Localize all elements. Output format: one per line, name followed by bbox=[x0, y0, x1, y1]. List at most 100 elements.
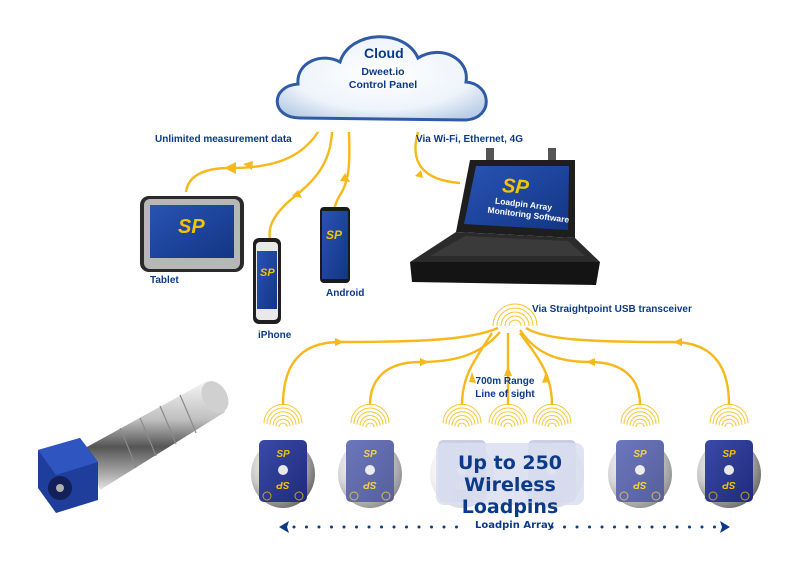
array-dot bbox=[650, 525, 654, 529]
sp-logo: SP bbox=[722, 449, 736, 460]
array-dot bbox=[405, 525, 408, 529]
sp-logo: SP bbox=[276, 449, 290, 460]
loadpin-array-indicator bbox=[279, 521, 730, 533]
antenna-icon bbox=[262, 491, 272, 501]
array-dot bbox=[675, 525, 679, 529]
loadpin-unit: SP SP bbox=[697, 440, 761, 508]
arrow-cloud-to-tablet bbox=[184, 131, 320, 193]
arrow-loadpin-1 bbox=[281, 326, 499, 406]
array-dot bbox=[638, 525, 641, 529]
array-dot bbox=[392, 525, 396, 529]
arrowhead bbox=[243, 161, 253, 170]
wifi-signal-icon bbox=[263, 403, 303, 428]
array-left-arrow bbox=[279, 521, 289, 533]
arrowhead bbox=[469, 372, 476, 383]
antenna-icon bbox=[740, 491, 750, 501]
sp-logo-tablet: SP bbox=[178, 216, 205, 238]
array-dot bbox=[588, 525, 591, 529]
arrow-heads-bottom bbox=[335, 338, 682, 383]
arrowhead bbox=[335, 338, 344, 346]
arrow-loadpin-5 bbox=[519, 332, 554, 406]
range-distance: 700m Range bbox=[475, 376, 535, 387]
iphone-label: iPhone bbox=[258, 330, 292, 341]
array-dot bbox=[688, 525, 691, 529]
transceiver-label: Via Straightpoint USB transceiver bbox=[532, 304, 692, 315]
range-label: 700m Range Line of sight bbox=[470, 375, 540, 401]
antenna-icon bbox=[294, 491, 304, 501]
wifi-signal-icon bbox=[709, 403, 749, 428]
array-dot bbox=[600, 525, 604, 529]
loadpins-overlay-box bbox=[436, 443, 584, 505]
array-dot bbox=[455, 525, 458, 529]
array-dot bbox=[575, 525, 579, 529]
loadpin-product-image bbox=[38, 381, 229, 513]
arrowhead bbox=[673, 338, 682, 346]
connectivity-label: Via Wi-Fi, Ethernet, 4G bbox=[416, 134, 523, 145]
arrowhead bbox=[542, 372, 549, 383]
arrow-loadpin-3 bbox=[460, 332, 494, 406]
wifi-signal-icon bbox=[488, 403, 528, 428]
loadpin-signals bbox=[263, 403, 749, 428]
sp-logo: SP bbox=[363, 449, 377, 460]
sp-logo: SP bbox=[276, 479, 290, 490]
arrow-heads-top bbox=[243, 161, 423, 198]
wifi-signal-icon bbox=[350, 403, 390, 428]
array-dot bbox=[342, 525, 346, 529]
arrow-laptop-to-cloud bbox=[414, 131, 461, 185]
android-device bbox=[320, 207, 350, 283]
wifi-signal-icon bbox=[532, 403, 572, 428]
wifi-signal-icon bbox=[620, 403, 660, 428]
arrow-cloud-to-iphone bbox=[268, 131, 334, 241]
arrowhead bbox=[586, 358, 595, 366]
android-label: Android bbox=[326, 288, 365, 299]
array-dot bbox=[700, 525, 704, 529]
sp-logo: SP bbox=[363, 479, 377, 490]
array-dot bbox=[305, 525, 308, 529]
loadpin-unit: SP SP bbox=[338, 440, 402, 508]
array-dot bbox=[292, 525, 296, 529]
sp-logo: SP bbox=[633, 449, 647, 460]
antenna-icon bbox=[619, 491, 629, 501]
cloud-subtitle: Dweet.io Control Panel bbox=[343, 66, 423, 92]
antenna-icon bbox=[349, 491, 359, 501]
sp-logo-iphone: SP bbox=[260, 267, 275, 279]
wifi-signal-icon bbox=[442, 403, 482, 428]
laptop-device bbox=[410, 148, 600, 285]
loadpin-unit: SP SP bbox=[251, 440, 315, 508]
antenna-icon bbox=[708, 491, 718, 501]
sp-logo: SP bbox=[722, 479, 736, 490]
array-dot bbox=[442, 525, 446, 529]
arrowhead bbox=[420, 358, 429, 366]
array-dot bbox=[713, 525, 716, 529]
array-dot bbox=[563, 525, 566, 529]
array-dot bbox=[550, 525, 554, 529]
loadpin-array-label: Loadpin Array bbox=[475, 520, 554, 531]
sp-logo-android: SP bbox=[326, 228, 343, 242]
loadpins-count-label: Up to 250 Wireless Loadpins bbox=[436, 452, 584, 518]
iphone-device bbox=[253, 238, 281, 324]
arrowhead bbox=[340, 173, 350, 182]
loadpins-count: Up to 250 bbox=[457, 452, 563, 474]
antenna-icon bbox=[381, 491, 391, 501]
array-dot bbox=[430, 525, 433, 529]
array-right-arrow bbox=[720, 521, 730, 533]
cloud-icon bbox=[275, 35, 488, 122]
arrowhead bbox=[292, 190, 302, 198]
tablet-label: Tablet bbox=[150, 275, 179, 286]
array-dot bbox=[417, 525, 421, 529]
array-dot bbox=[330, 525, 333, 529]
sp-logo: SP bbox=[633, 479, 647, 490]
array-dot bbox=[380, 525, 383, 529]
cloud-title: Cloud bbox=[364, 45, 404, 61]
unlimited-data-label: Unlimited measurement data bbox=[155, 134, 292, 145]
loadpins-type: Wireless Loadpins bbox=[461, 474, 559, 518]
range-condition: Line of sight bbox=[475, 389, 535, 400]
array-dot bbox=[625, 525, 629, 529]
arrow-cloud-to-android bbox=[332, 131, 351, 214]
arrowhead bbox=[504, 366, 512, 376]
array-dot bbox=[355, 525, 358, 529]
arrowhead bbox=[415, 170, 423, 178]
array-dot bbox=[317, 525, 321, 529]
